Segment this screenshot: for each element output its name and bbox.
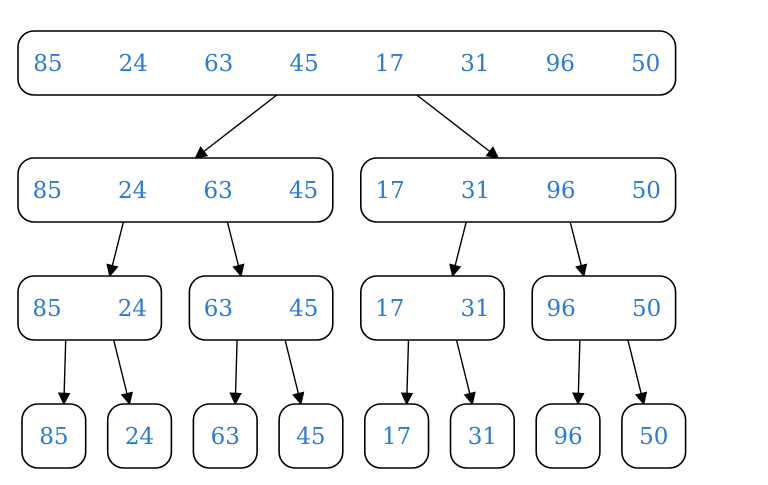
node-value: 63	[204, 296, 233, 322]
split-arrow	[572, 339, 585, 406]
split-arrow	[627, 339, 648, 406]
node-value: 17	[375, 296, 404, 322]
node-box	[17, 275, 163, 341]
node-value: 85	[39, 424, 68, 450]
node-value: 45	[289, 296, 318, 322]
node-value: 31	[468, 424, 497, 450]
node-box	[535, 403, 601, 469]
split-arrow	[113, 339, 133, 406]
node-value: 24	[119, 51, 148, 77]
node-value: 45	[296, 424, 325, 450]
node-value: 50	[632, 178, 661, 204]
split-arrow	[449, 221, 467, 278]
node-level-2-1: 63 45	[188, 275, 334, 341]
node-value: 50	[631, 51, 660, 77]
node-value: 85	[32, 296, 61, 322]
node-box	[192, 403, 258, 469]
node-level-3-5: 31	[449, 403, 516, 469]
node-value: 45	[289, 51, 318, 77]
node-value: 85	[33, 51, 62, 77]
node-value: 50	[639, 424, 668, 450]
node-level-2-0: 85 24	[17, 275, 163, 341]
node-value: 17	[375, 178, 404, 204]
node-box	[17, 30, 677, 96]
node-value: 96	[547, 296, 576, 322]
node-value: 24	[118, 178, 147, 204]
edges-layer	[57, 94, 648, 406]
split-arrow	[194, 94, 278, 159]
node-box	[449, 403, 516, 469]
node-level-3-4: 17	[363, 403, 430, 469]
node-value: 17	[382, 424, 411, 450]
node-level-1-1: 17 31 96 50	[359, 157, 677, 223]
node-box	[531, 275, 677, 341]
split-arrow	[106, 221, 125, 278]
node-value: 24	[118, 296, 147, 322]
node-level-3-6: 96	[535, 403, 601, 469]
node-value: 63	[211, 424, 240, 450]
node-value: 96	[553, 424, 582, 450]
node-value: 31	[461, 178, 490, 204]
node-level-3-0: 85	[21, 403, 87, 469]
node-box	[106, 403, 173, 469]
node-level-2-3: 96 50	[531, 275, 677, 341]
node-box	[21, 403, 87, 469]
node-box	[621, 403, 687, 469]
node-box	[188, 275, 334, 341]
split-arrow	[226, 221, 245, 278]
node-box	[363, 403, 430, 469]
node-level-3-3: 45	[278, 403, 344, 469]
split-arrow	[57, 339, 71, 406]
node-box	[359, 275, 505, 341]
split-arrow	[284, 339, 305, 406]
node-value: 17	[375, 51, 404, 77]
node-value: 31	[460, 51, 489, 77]
node-level-3-1: 24	[106, 403, 173, 469]
node-level-3-2: 63	[192, 403, 258, 469]
node-value: 85	[33, 178, 62, 204]
split-arrow	[400, 339, 414, 406]
node-box	[359, 157, 677, 223]
node-value: 96	[546, 178, 575, 204]
node-value: 63	[203, 178, 232, 204]
node-level-3-7: 50	[621, 403, 687, 469]
node-box	[17, 157, 334, 223]
node-value: 31	[461, 296, 490, 322]
node-level-0-0: 85 24 63 45 17 31 96 50	[17, 30, 677, 96]
node-value: 50	[632, 296, 661, 322]
split-arrow	[455, 339, 476, 406]
split-arrow	[416, 94, 500, 159]
node-value: 24	[125, 424, 154, 450]
node-value: 63	[204, 51, 233, 77]
node-level-1-0: 85 24 63 45	[17, 157, 334, 223]
split-arrow	[229, 339, 242, 406]
node-value: 96	[546, 51, 575, 77]
split-arrow	[569, 221, 588, 278]
node-value: 45	[289, 178, 318, 204]
node-box	[278, 403, 344, 469]
